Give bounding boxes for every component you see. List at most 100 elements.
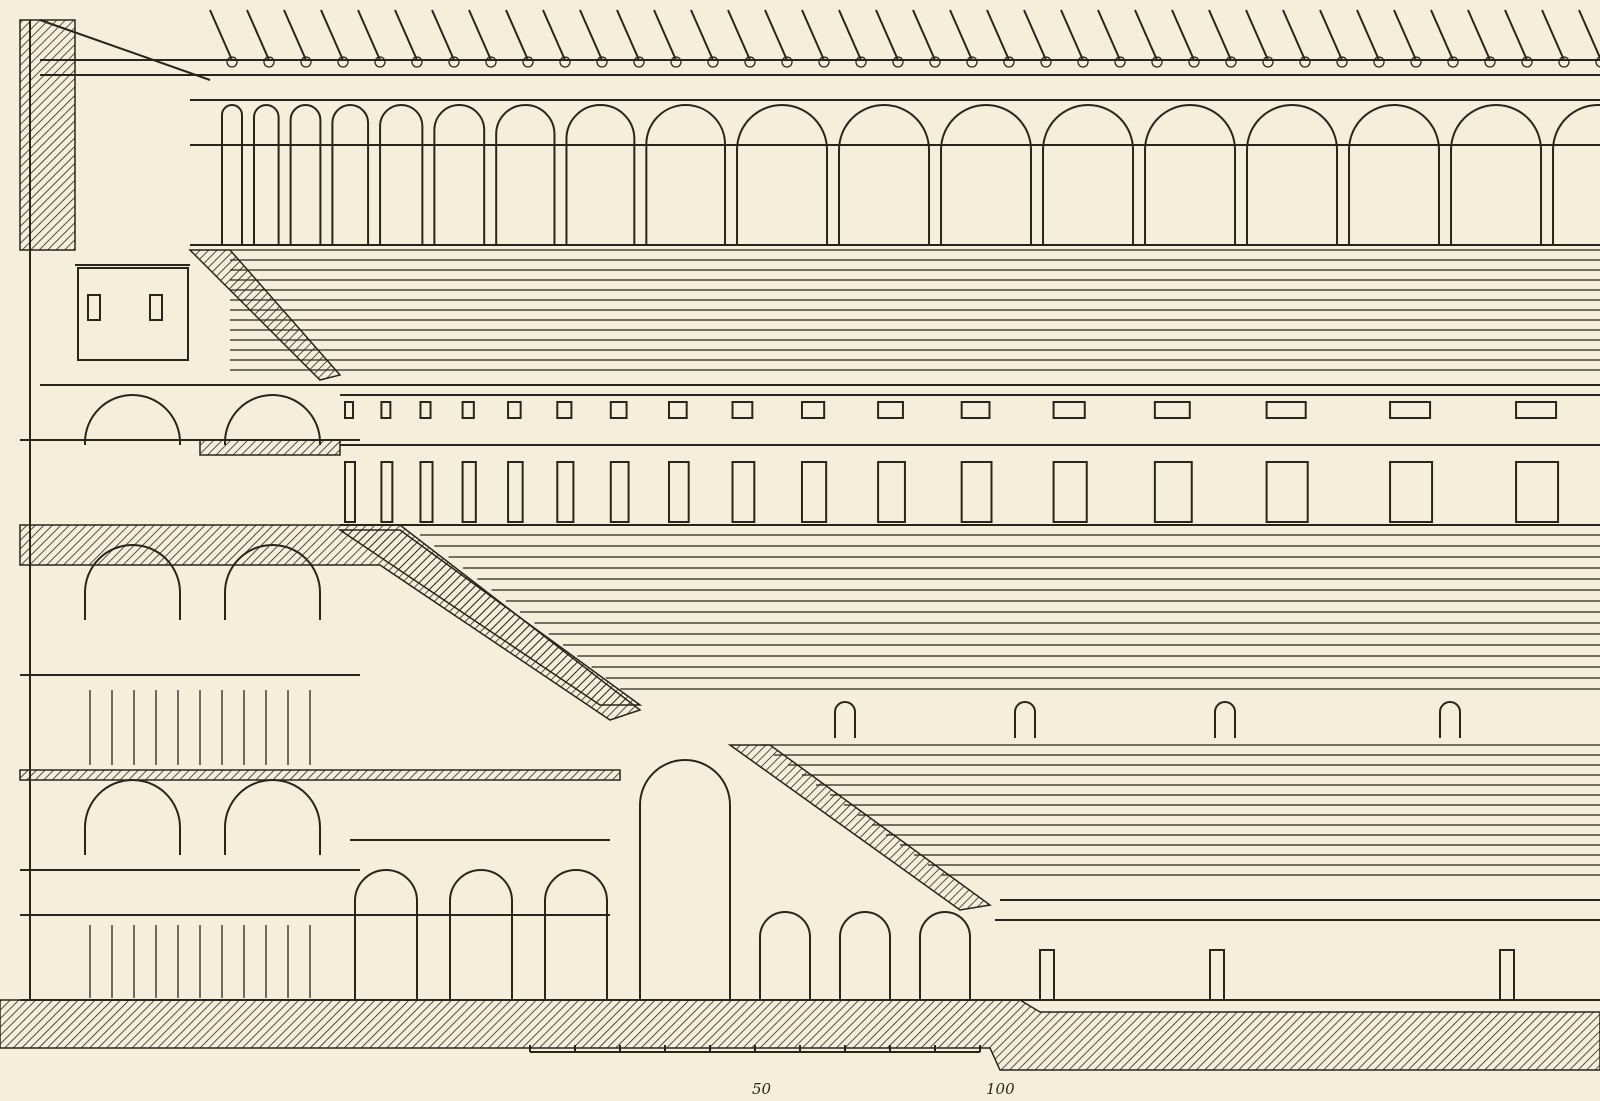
stair-slab: [188, 249, 342, 381]
scale-label-100: 100: [986, 1080, 1015, 1098]
ring: [1225, 56, 1237, 68]
ring: [707, 56, 719, 68]
arcade-arch: [565, 104, 636, 245]
window: [419, 401, 432, 419]
rope: [1208, 9, 1232, 61]
vomitorium-arch: [1014, 701, 1036, 738]
ring: [1447, 56, 1459, 68]
ring: [1077, 56, 1089, 68]
ring: [1299, 56, 1311, 68]
window: [877, 401, 904, 419]
ring: [300, 56, 312, 68]
ring: [1410, 56, 1422, 68]
lower-arch: [759, 911, 811, 1000]
door: [1389, 461, 1434, 523]
ring: [633, 56, 645, 68]
rope: [1097, 9, 1121, 61]
rope: [209, 9, 233, 61]
door: [507, 461, 524, 523]
window: [556, 401, 573, 419]
vomitorium-arch: [1214, 701, 1236, 738]
arcade-arch: [1552, 104, 1600, 245]
ground: [0, 999, 1600, 1071]
gallery-arch: [224, 779, 321, 855]
door: [877, 461, 906, 523]
rope: [1023, 9, 1047, 61]
ring: [1336, 56, 1348, 68]
rope: [764, 9, 788, 61]
rope: [1134, 9, 1158, 61]
scale-label-50: 50: [752, 1080, 772, 1098]
rope: [727, 9, 751, 61]
rope: [1282, 9, 1306, 61]
rope: [1319, 9, 1343, 61]
lower-arch: [449, 869, 513, 1000]
stair-ramp: [337, 529, 643, 706]
rope: [875, 9, 899, 61]
ring: [1003, 56, 1015, 68]
window: [380, 401, 392, 419]
gallery-arch: [224, 394, 321, 445]
ring: [485, 56, 497, 68]
ring: [670, 56, 682, 68]
rope: [949, 9, 973, 61]
rope: [505, 9, 529, 61]
rope: [283, 9, 307, 61]
window: [1052, 401, 1086, 419]
window: [344, 401, 354, 419]
door: [609, 461, 630, 523]
door: [1515, 461, 1560, 523]
arcade-arch: [495, 104, 556, 245]
rope: [1504, 9, 1528, 61]
ring: [411, 56, 423, 68]
door: [1052, 461, 1088, 523]
ring: [1114, 56, 1126, 68]
window: [507, 401, 522, 419]
ring: [559, 56, 571, 68]
gallery-arch: [224, 544, 321, 620]
outer-wall: [19, 19, 76, 251]
arcade-arch: [1450, 104, 1543, 245]
rope: [1578, 9, 1600, 61]
ring: [263, 56, 275, 68]
ring: [1484, 56, 1496, 68]
window: [667, 401, 688, 419]
ring: [966, 56, 978, 68]
window: [609, 401, 628, 419]
gallery-arch: [84, 394, 181, 445]
rope: [468, 9, 492, 61]
window: [461, 401, 475, 419]
arcade-arch: [253, 104, 280, 245]
door: [1153, 461, 1193, 523]
arcade-arch: [1144, 104, 1237, 245]
rope: [394, 9, 418, 61]
window: [149, 294, 163, 321]
lower-arch: [919, 911, 971, 1000]
ring: [448, 56, 460, 68]
door: [380, 461, 394, 523]
ring: [855, 56, 867, 68]
ring: [1521, 56, 1533, 68]
door: [960, 461, 993, 523]
window: [87, 294, 101, 321]
vomitorium-arch: [834, 701, 856, 738]
window: [960, 401, 991, 419]
ring: [1151, 56, 1163, 68]
arcade-arch: [433, 104, 486, 245]
arcade-arch: [1042, 104, 1135, 245]
ring: [744, 56, 756, 68]
arcade-arch: [838, 104, 931, 245]
rope: [801, 9, 825, 61]
ring: [1262, 56, 1274, 68]
gallery-arch: [84, 779, 181, 855]
door: [1265, 461, 1309, 523]
ring: [818, 56, 830, 68]
rope: [357, 9, 381, 61]
rope: [320, 9, 344, 61]
podium-door: [1039, 949, 1055, 1001]
ring: [1595, 56, 1600, 68]
podium-door: [1499, 949, 1515, 1001]
ring: [1188, 56, 1200, 68]
rope: [1541, 9, 1565, 61]
ring: [374, 56, 386, 68]
